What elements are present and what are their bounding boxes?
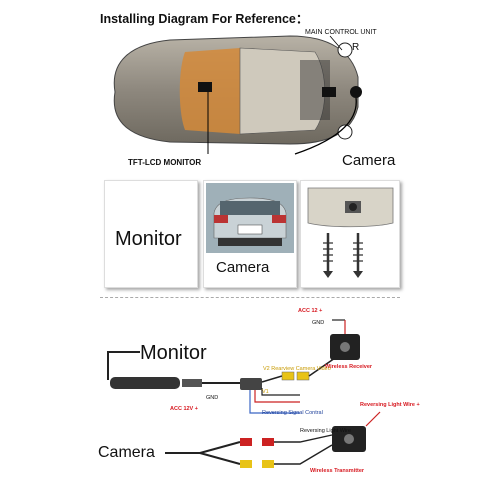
wiring-diagram bbox=[107, 319, 381, 468]
camera-mount-photo bbox=[307, 187, 394, 278]
acc12-top-label: ACC 12 + bbox=[298, 308, 323, 314]
v1-label: V1 bbox=[262, 389, 269, 395]
v2-label: V2 Rearview Camera Video bbox=[263, 366, 331, 372]
camera-mount-panel bbox=[300, 180, 400, 288]
camera-panel-label: Camera bbox=[216, 259, 270, 276]
monitor-panel-label: Monitor bbox=[115, 228, 182, 250]
wireless-receiver-label: Wireless Receiver bbox=[325, 364, 373, 370]
camera-marker bbox=[350, 86, 362, 98]
reversing-signal-label: Reversing Signal Contral bbox=[262, 410, 323, 416]
gnd-top-label: GND bbox=[312, 320, 325, 326]
r-label: R bbox=[352, 42, 360, 53]
acc12v-label: ACC 12V + bbox=[170, 406, 198, 412]
main-control-unit-label: MAIN CONTROL UNIT bbox=[305, 29, 377, 36]
car-rear-photo bbox=[206, 183, 294, 253]
wiring-monitor-label: Monitor bbox=[140, 342, 207, 364]
gnd-mid-label: GND bbox=[206, 395, 219, 401]
control-unit-marker bbox=[322, 87, 336, 97]
camera-label-top: Camera bbox=[342, 152, 396, 169]
reversing-light-wire-label: Reversing Light Wire bbox=[300, 428, 352, 434]
monitor-unit-marker bbox=[198, 82, 212, 92]
section-divider bbox=[100, 297, 400, 298]
car-rear-panel: Camera bbox=[203, 180, 297, 288]
car-illustration bbox=[113, 35, 362, 155]
wiring-camera-label: Camera bbox=[98, 444, 155, 461]
diagram-title: Installing Diagram For Reference： bbox=[100, 12, 309, 26]
monitor-panel: Monitor bbox=[104, 180, 198, 288]
tft-lcd-monitor-label: TFT-LCD MONITOR bbox=[128, 158, 202, 167]
wireless-transmitter-label: Wireless Transmitter bbox=[310, 468, 365, 474]
reversing-light-wire-red-label: Reversing Light Wire + bbox=[360, 402, 420, 408]
